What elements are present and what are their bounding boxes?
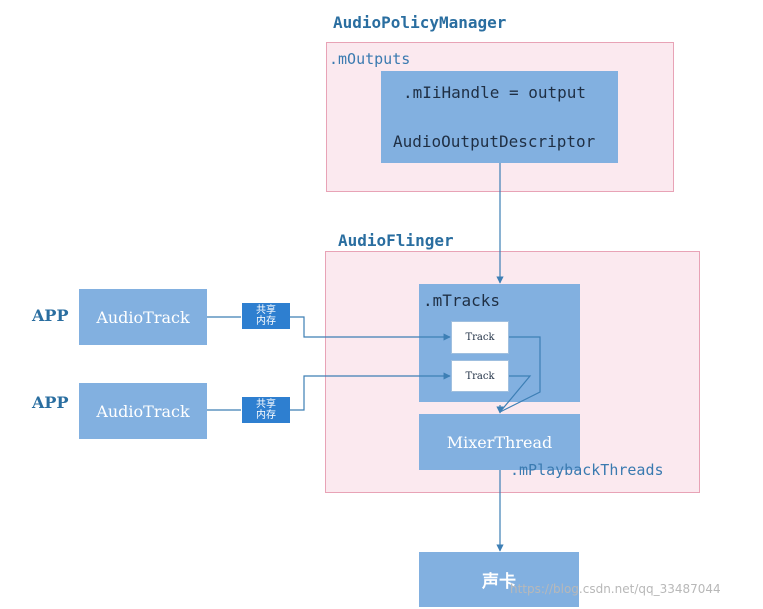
audio-flinger-title: AudioFlinger bbox=[338, 231, 454, 250]
mtracks-label: .mTracks bbox=[423, 291, 501, 310]
track-box-1: Track bbox=[451, 321, 509, 354]
shared-memory-box-2: 共享 内存 bbox=[242, 397, 290, 423]
track2-to-mixer-line bbox=[499, 375, 532, 413]
shared-memory-line1-2: 共享 bbox=[256, 399, 276, 410]
audio-output-descriptor-box: .mIiHandle = output AudioOutputDescripto… bbox=[381, 71, 618, 163]
shared-memory-line2-1: 内存 bbox=[256, 316, 276, 327]
audio-policy-manager-title: AudioPolicyManager bbox=[333, 13, 507, 32]
app-label-1: APP bbox=[32, 306, 69, 325]
shm2-to-track2-arrow bbox=[290, 372, 451, 411]
sound-card-box: 声卡 bbox=[419, 552, 579, 607]
shm1-to-track1-arrow bbox=[290, 316, 451, 341]
track1-to-mixer-line bbox=[499, 336, 541, 413]
shared-memory-line1-1: 共享 bbox=[256, 305, 276, 316]
descriptor-handle-line: .mIiHandle = output bbox=[403, 83, 587, 102]
audio-track-box-1: AudioTrack bbox=[79, 289, 207, 345]
audio-track-box-2: AudioTrack bbox=[79, 383, 207, 439]
shared-memory-line2-2: 内存 bbox=[256, 410, 276, 421]
descriptor-name-line: AudioOutputDescriptor bbox=[393, 132, 596, 151]
outputs-label: .mOutputs bbox=[329, 50, 411, 68]
track-box-2: Track bbox=[451, 360, 509, 392]
mixer-thread-box: MixerThread bbox=[419, 414, 580, 470]
watermark-text: https://blog.csdn.net/qq_33487044 bbox=[510, 582, 721, 596]
shared-memory-box-1: 共享 内存 bbox=[242, 303, 290, 329]
playback-threads-label: .mPlaybackThreads bbox=[510, 461, 664, 479]
app-label-2: APP bbox=[32, 393, 69, 412]
